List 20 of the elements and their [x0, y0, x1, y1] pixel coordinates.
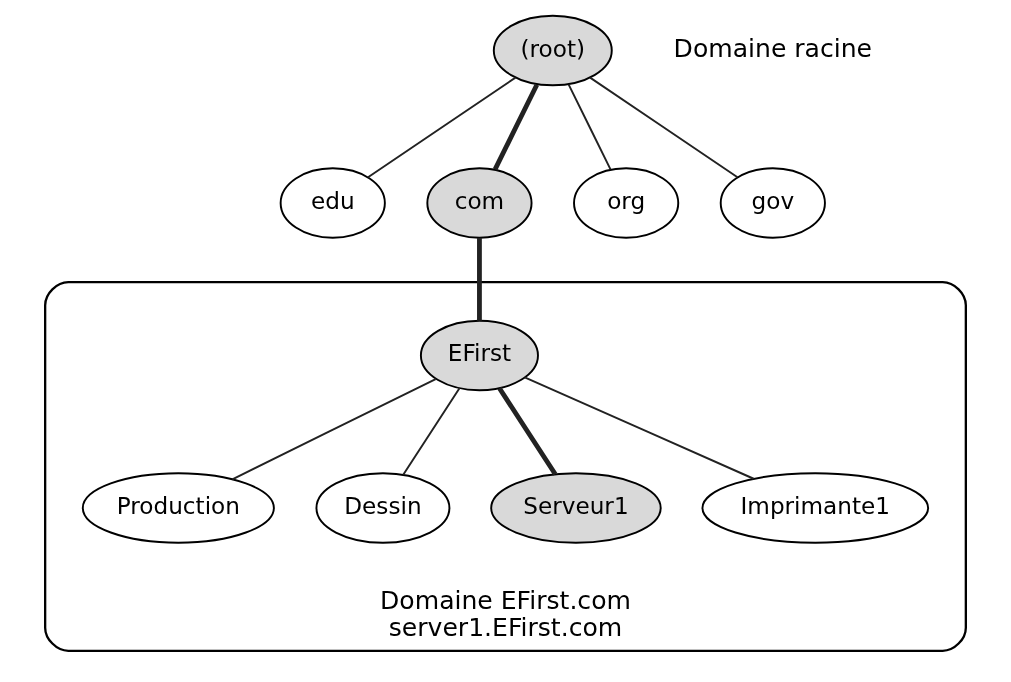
- node-ellipse: Imprimante1: [701, 472, 930, 544]
- node-label: Domaine racine: [673, 34, 873, 64]
- node-ellipse: EFirst: [419, 319, 539, 392]
- connector: [523, 376, 755, 480]
- node-ellipse: org: [573, 167, 680, 239]
- node-ellipse: gov: [719, 167, 826, 239]
- connector: [492, 83, 540, 171]
- connector: [367, 76, 517, 179]
- node-ellipse: Serveur1: [490, 472, 662, 544]
- connector: [567, 83, 612, 171]
- connector: [497, 386, 558, 476]
- connector: [231, 378, 437, 481]
- connector: [477, 237, 482, 321]
- connector: [402, 387, 461, 476]
- node-ellipse: (root): [492, 14, 613, 87]
- node-ellipse: com: [426, 167, 533, 239]
- node-ellipse: edu: [279, 167, 386, 239]
- node-ellipse: Dessin: [315, 472, 451, 544]
- connector: [589, 76, 739, 179]
- node-ellipse: Production: [81, 472, 275, 544]
